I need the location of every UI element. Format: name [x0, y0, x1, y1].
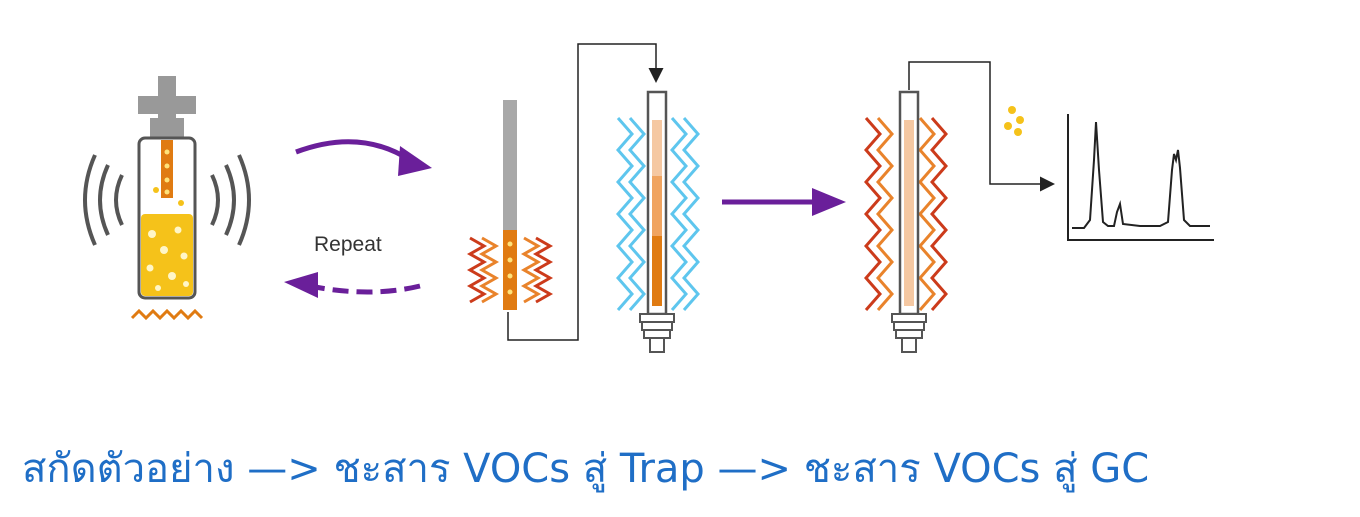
- process-caption: สกัดตัวอย่าง —> ชะสาร VOCs สู่ Trap —> ช…: [22, 446, 1150, 492]
- hs-spme-process-diagram: [83, 43, 1214, 353]
- curved-arrow-icon: [295, 139, 432, 176]
- straight-arrow-icon: [722, 188, 846, 216]
- repeat-arrow-icon: [284, 272, 421, 298]
- sample-vial: [83, 76, 251, 321]
- repeat-label: Repeat: [314, 233, 382, 256]
- chromatogram: [1067, 114, 1214, 241]
- cold-trap: [616, 90, 700, 353]
- heated-fiber: [466, 43, 664, 341]
- heated-trap: [864, 61, 1055, 353]
